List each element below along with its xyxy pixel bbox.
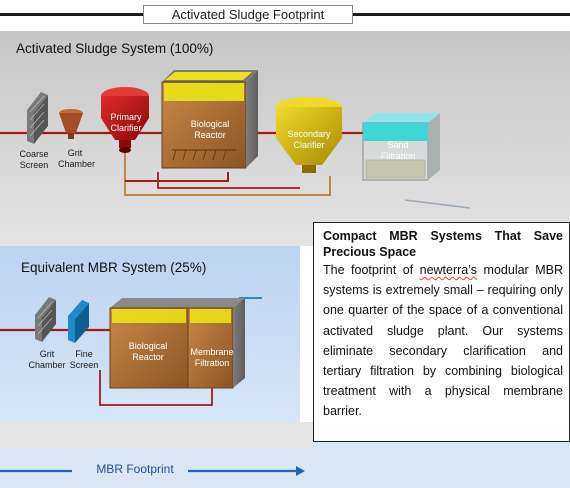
primary-clarifier — [101, 87, 149, 153]
description-box: Compact MBR Systems That Save Precious S… — [313, 222, 570, 442]
label-biological-reactor: Biological Reactor — [190, 119, 230, 140]
description-body-end: modular MBR systems is extremely small –… — [323, 263, 563, 419]
description-body-start: The footprint of — [323, 263, 420, 277]
description-heading: Compact MBR Systems That Save Precious S… — [323, 229, 563, 259]
return-pipe — [124, 150, 331, 196]
sand-filtration — [362, 113, 440, 181]
company-name: newterra’s — [419, 263, 478, 277]
label-mbr-biological-reactor: Biological Reactor — [128, 341, 168, 362]
mbr-membrane-filtration — [187, 298, 245, 389]
label-sand-filtration: Sand Filtration — [380, 140, 416, 161]
mbr-return-pipe — [99, 370, 213, 406]
outlet-pipe — [404, 199, 471, 209]
label-grit-chamber: Grit Chamber — [58, 148, 96, 169]
mbr-biological-reactor — [109, 298, 245, 389]
mbr-diagram — [0, 297, 262, 406]
footer-arrows — [0, 466, 305, 476]
footer-arrow-head — [296, 466, 305, 476]
secondary-clarifier — [276, 97, 342, 173]
label-secondary-clarifier: Secondary Clarifier — [287, 129, 331, 150]
sludge-pipe — [125, 172, 229, 182]
coarse-screen — [27, 92, 48, 144]
page-title: Activated Sludge Footprint — [143, 5, 353, 24]
label-mbr-membrane-filtration: Membrane Filtration — [190, 347, 234, 368]
mbr-fine-screen — [68, 300, 89, 343]
footer-label: MBR Footprint — [96, 462, 174, 476]
activated-sludge-title: Activated Sludge System (100%) — [16, 41, 214, 56]
activated-sludge-diagram — [0, 70, 471, 209]
mbr-grit-chamber — [35, 297, 56, 342]
label-mbr-fine-screen: Fine Screen — [69, 349, 99, 370]
label-mbr-grit-chamber: Grit Chamber — [28, 349, 66, 370]
label-coarse-screen: Coarse Screen — [19, 149, 49, 170]
mbr-system-title: Equivalent MBR System (25%) — [21, 260, 207, 275]
label-primary-clarifier: Primary Clarifier — [110, 112, 142, 133]
grit-chamber — [59, 109, 83, 139]
biological-reactor — [161, 70, 258, 169]
description-body: The footprint of newterra’s modular MBR … — [323, 260, 563, 422]
